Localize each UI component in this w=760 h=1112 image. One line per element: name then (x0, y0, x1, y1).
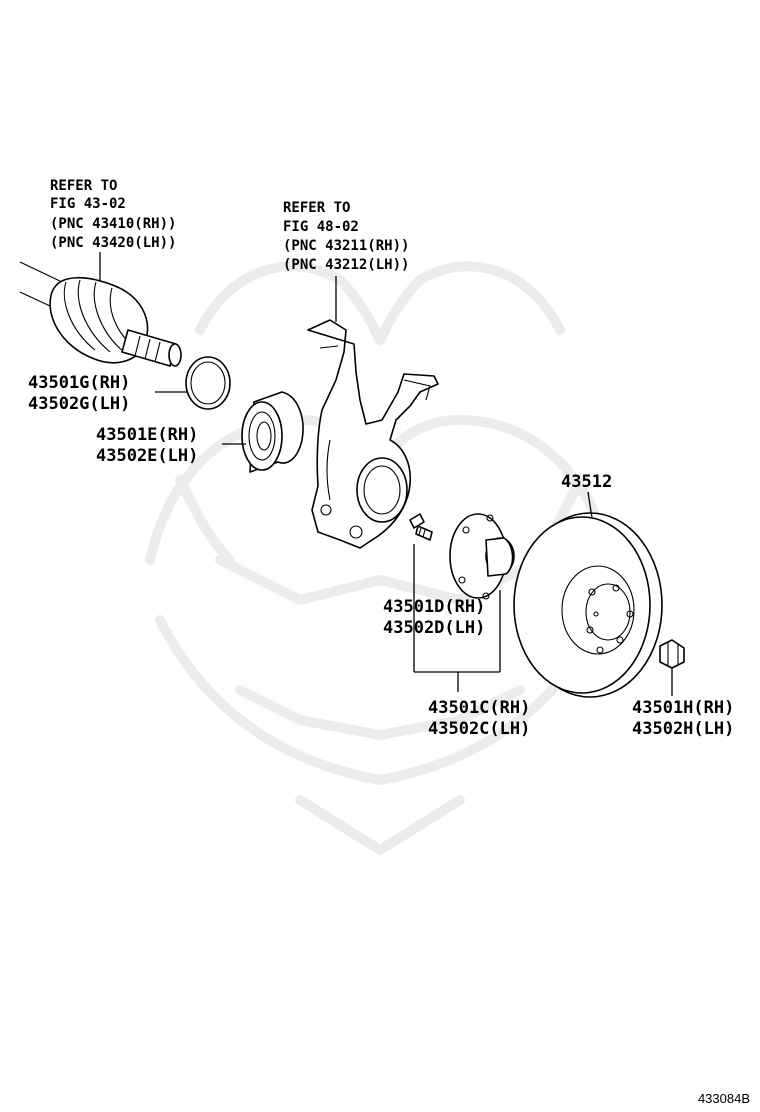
hub-bolt-label: 43501D(RH) 43502D(LH) (383, 597, 485, 638)
snap-ring-label: 43501G(RH) 43502G(LH) (28, 373, 130, 414)
axle-hub (449, 513, 515, 600)
steering-knuckle (307, 319, 439, 549)
ref-axle-line-1: REFER TO (50, 178, 117, 194)
hub-assembly-rh: 43501C(RH) (428, 698, 530, 718)
brake-disc (513, 512, 663, 698)
watermark-logo (145, 261, 615, 855)
ref-knuckle-line-4: (PNC 43212(LH)) (283, 257, 409, 273)
hub-nut (659, 639, 685, 669)
ref-axle-line-4: (PNC 43420(LH)) (50, 235, 176, 251)
hub-assembly-label: 43501C(RH) 43502C(LH) (428, 698, 530, 739)
ref-knuckle-label: REFER TO FIG 48-02 (PNC 43211(RH)) (PNC … (283, 200, 409, 273)
ref-knuckle-line-3: (PNC 43211(RH)) (283, 238, 409, 254)
figure-id: 433084B (698, 1091, 750, 1106)
bearing-rh: 43501E(RH) (96, 425, 198, 445)
bearing-label: 43501E(RH) 43502E(LH) (96, 425, 198, 466)
ref-knuckle-line-2: FIG 48-02 (283, 219, 359, 235)
ref-axle-label: REFER TO FIG 43-02 (PNC 43410(RH)) (PNC … (50, 178, 176, 251)
wheel-bearing (241, 391, 304, 473)
hub-bolt-lh: 43502D(LH) (383, 618, 485, 638)
bearing-lh: 43502E(LH) (96, 446, 198, 466)
ref-axle-line-2: FIG 43-02 (50, 196, 126, 212)
nut-rh: 43501H(RH) (632, 698, 734, 718)
ref-axle-line-3: (PNC 43410(RH)) (50, 216, 176, 232)
hub-assembly-lh: 43502C(LH) (428, 719, 530, 739)
snap-ring (185, 356, 231, 410)
drive-shaft (19, 261, 182, 367)
snap-ring-lh: 43502G(LH) (28, 394, 130, 414)
leader-lines (99, 252, 673, 696)
hub-bolt-rh: 43501D(RH) (383, 597, 485, 617)
ref-knuckle-line-1: REFER TO (283, 200, 350, 216)
nut-lh: 43502H(LH) (632, 719, 734, 739)
hub-bolt (409, 513, 433, 541)
snap-ring-rh: 43501G(RH) (28, 373, 130, 393)
nut-label: 43501H(RH) 43502H(LH) (632, 698, 734, 739)
disc-label: 43512 (561, 472, 612, 492)
